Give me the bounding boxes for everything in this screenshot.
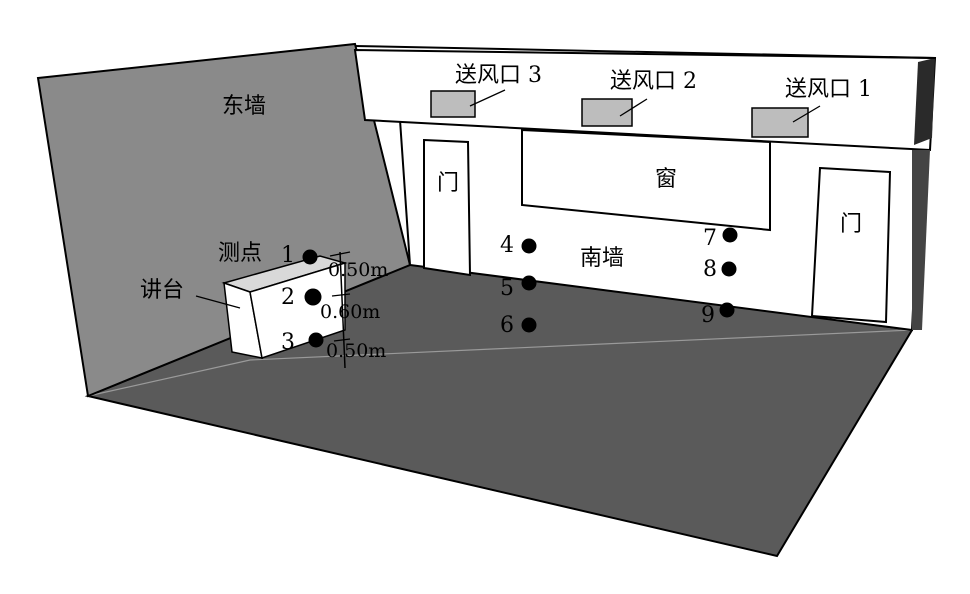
vent-1-leader xyxy=(792,105,821,123)
south-wall-side-edge xyxy=(912,150,930,330)
point-5-marker xyxy=(521,275,537,291)
vent-1 xyxy=(751,107,809,138)
point-1-marker xyxy=(302,249,318,265)
south-wall-label: 南墙 xyxy=(580,246,624,271)
vent-2 xyxy=(581,98,633,127)
podium-leader xyxy=(195,295,241,309)
door-right xyxy=(810,166,892,324)
dimension-label-3: 0.50m xyxy=(326,340,386,362)
point-6-label: 6 xyxy=(500,313,514,338)
dimension-tick-3 xyxy=(333,338,351,342)
east-wall-label: 东墙 xyxy=(222,94,266,119)
dimension-label-1: 0.50m xyxy=(328,259,388,281)
beam-top-edge xyxy=(354,45,936,59)
door-right-label: 门 xyxy=(840,212,862,237)
vent-3-leader xyxy=(469,89,506,107)
vent-2-leader xyxy=(619,98,648,117)
point-4-marker xyxy=(521,238,537,254)
window xyxy=(521,128,771,232)
point-6-marker xyxy=(521,317,537,333)
vent-3-label: 送风口 3 xyxy=(455,63,542,88)
door-left-label: 门 xyxy=(437,171,459,196)
window-label: 窗 xyxy=(655,167,677,192)
point-9-label: 9 xyxy=(701,303,715,328)
dimension-line xyxy=(339,251,346,369)
beam-end-face xyxy=(914,58,935,145)
point-8-label: 8 xyxy=(703,257,717,282)
point-4-label: 4 xyxy=(500,233,514,258)
point-2-marker xyxy=(304,288,322,306)
point-5-label: 5 xyxy=(500,276,514,301)
point-9-marker xyxy=(719,302,735,318)
point-7-label: 7 xyxy=(703,226,717,251)
podium-label: 讲台 xyxy=(140,278,184,303)
dimension-tick-1 xyxy=(329,251,351,257)
vent-3 xyxy=(430,90,476,118)
point-7-marker xyxy=(722,227,738,243)
dimension-label-2: 0.60m xyxy=(320,301,380,323)
vent-2-label: 送风口 2 xyxy=(610,69,697,94)
point-8-marker xyxy=(721,261,737,277)
floor-edge-highlight xyxy=(87,329,913,397)
point-3-label: 3 xyxy=(281,330,295,355)
podium-side xyxy=(249,261,346,359)
point-2-label: 2 xyxy=(281,285,295,310)
measure-point-label: 测点 xyxy=(218,241,262,266)
vent-1-label: 送风口 1 xyxy=(785,77,872,102)
point-1-label: 1 xyxy=(281,243,295,268)
door-left xyxy=(423,138,472,277)
dimension-tick-2 xyxy=(331,293,351,297)
point-3-marker xyxy=(308,332,324,348)
